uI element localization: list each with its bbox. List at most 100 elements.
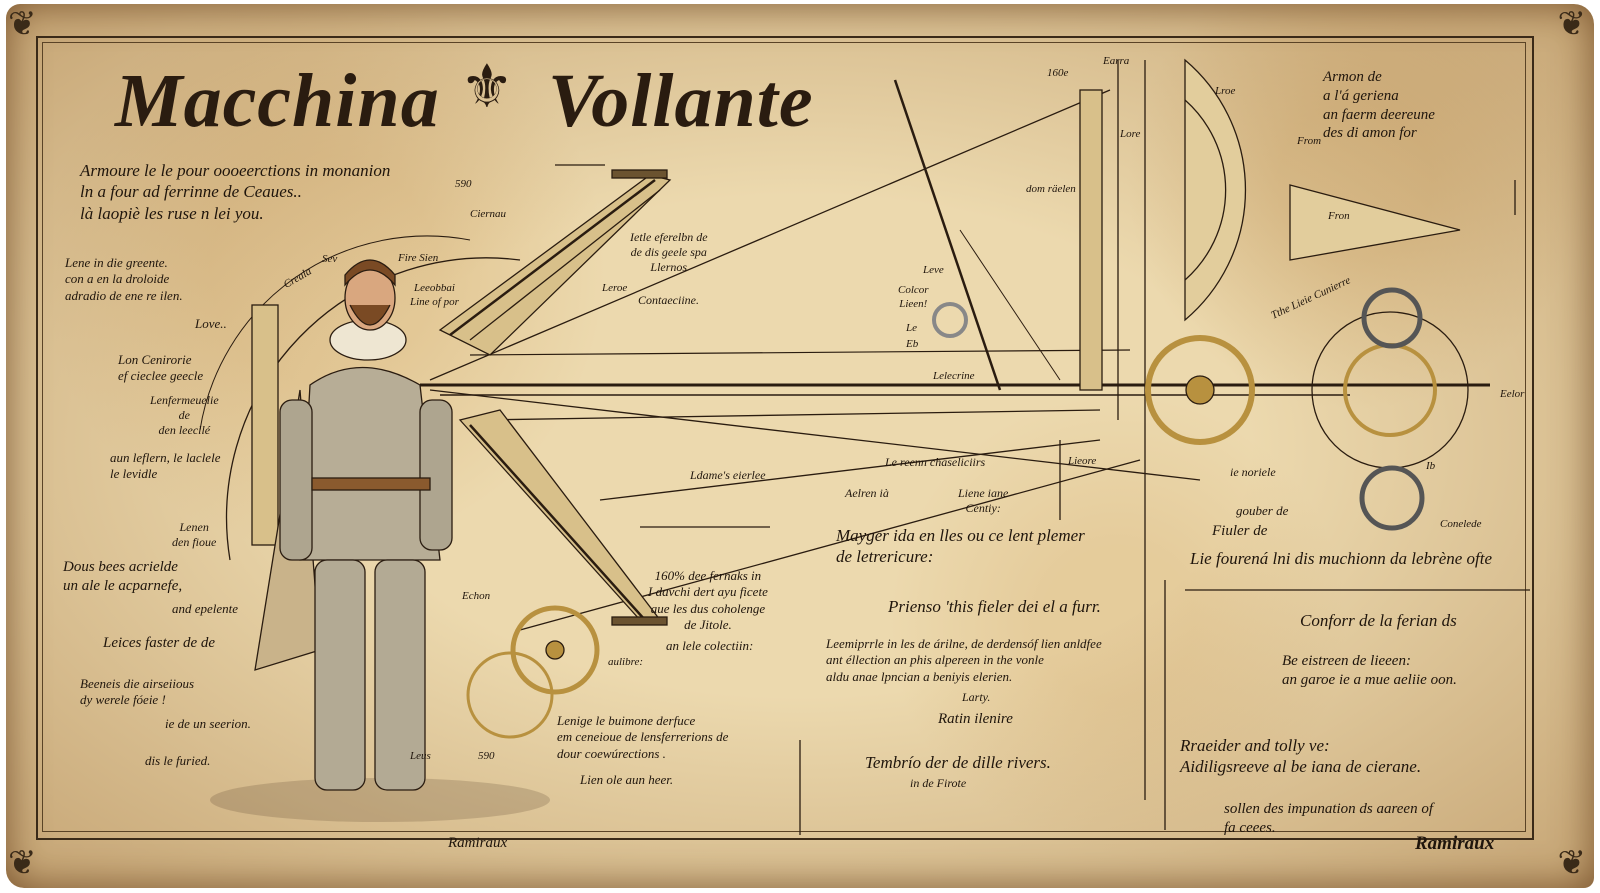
- label-aulibre: aulibre:: [608, 656, 644, 668]
- note-mayger: Mayger ida en lles ou ce lent plemer de …: [836, 526, 1085, 567]
- label-lore1: Lore: [1120, 128, 1141, 140]
- construction-arc: [199, 235, 471, 431]
- label-590b: 590: [478, 750, 495, 762]
- note-leemiprrle: Leemiprrle in les de árilne, de derdensó…: [826, 636, 1102, 684]
- parchment-background: [6, 4, 1594, 888]
- beard: [349, 304, 391, 326]
- intro-text: Armoure le le pour oooeerctions in monan…: [80, 161, 391, 223]
- note-lene: Lene in die greente. con a en la droloid…: [65, 255, 183, 303]
- signature-left: Ramiraux: [448, 835, 508, 851]
- gear-ring: [1311, 311, 1469, 469]
- construction-arc: [225, 257, 521, 561]
- label-lereenn: Le reenn chaseliciirs: [885, 455, 986, 469]
- note-firote: in de Firote: [910, 776, 967, 790]
- spar-line: [479, 409, 1101, 421]
- label-colcor: Colcor Lieen!: [898, 284, 929, 310]
- breastplate: [299, 366, 441, 561]
- note-lenfer: Lenfermeuelie de den leecllé: [150, 393, 219, 437]
- note-armon: Armon de a l'á geriena an faerm deereune…: [1323, 69, 1435, 142]
- corner-flourish-icon: ❦: [8, 6, 37, 43]
- mast: [893, 79, 1002, 391]
- signature-right: Ramiraux: [1415, 833, 1495, 854]
- title-word-1: Macchina: [115, 59, 440, 143]
- border-frame: [36, 36, 1534, 840]
- gear-top: [1361, 287, 1423, 349]
- note-aun: aun leflern, le laclele le levidle: [110, 450, 221, 482]
- label-ienoriele: ie noriele: [1230, 465, 1276, 479]
- label-domraelen: dom räelen: [1026, 183, 1076, 195]
- right-arm: [419, 399, 453, 551]
- note-love: Love..: [195, 316, 227, 331]
- label-eb: Eb: [906, 338, 919, 350]
- left-leg: [314, 559, 366, 791]
- note-tembrio: Tembrío der de dille rivers.: [865, 753, 1051, 772]
- label-leve: Leve: [923, 264, 944, 276]
- lower-wing: [458, 409, 662, 621]
- note-larty: Larty.: [962, 690, 991, 704]
- pillar: [251, 304, 279, 546]
- label-ciernau: Ciernau: [470, 208, 507, 220]
- label-earra: Earra: [1103, 55, 1130, 67]
- hair: [344, 259, 396, 287]
- note-leices: Leices faster de de: [103, 635, 216, 651]
- note-ratin: Ratin ilenire: [938, 711, 1013, 727]
- gear-main: [1145, 335, 1255, 445]
- winged-emblem-icon: ⚜: [460, 54, 514, 120]
- note-lenen: Lenen den fioue: [172, 520, 217, 549]
- label-fron: Fron: [1328, 210, 1350, 222]
- right-leg: [374, 559, 426, 791]
- armored-figure: [210, 259, 550, 822]
- label-lieore: Lieore: [1068, 455, 1097, 467]
- belt: [311, 477, 431, 491]
- label-fire: Fire Sien: [398, 252, 439, 264]
- label-eelor: Eelor: [1500, 388, 1525, 400]
- tail-sail: [1289, 184, 1461, 261]
- label-160e: 160e: [1047, 67, 1069, 79]
- label-ib: Ib: [1426, 460, 1436, 472]
- label-590: 590: [455, 178, 472, 190]
- label-sev: Sev: [322, 253, 338, 265]
- label-concledee: Conelede: [1440, 518, 1482, 530]
- title-word-2: Vollante: [548, 59, 814, 143]
- rigging-line: [599, 439, 1101, 501]
- gear-bottom: [1359, 465, 1425, 531]
- note-rraeider: Rraeider and tolly ve: Aidiligsreeve al …: [1180, 736, 1422, 777]
- label-leeobbai: Leeobbai Line of por: [410, 282, 459, 308]
- note-lon: Lon Cenirorie ef cieclee geecle: [118, 352, 204, 384]
- note-percent: 160% dee fernaks in I davchi dert ayu fi…: [648, 568, 768, 632]
- fan-sail: [1184, 58, 1247, 322]
- note-beeneis: Beeneis die airseiious dy werele fóeie !: [80, 676, 195, 708]
- label-fiuler: Fiuler de: [1212, 523, 1268, 539]
- label-liene: Liene iane Centiy:: [958, 486, 1009, 515]
- corner-flourish-icon: ❦: [8, 845, 37, 882]
- note-lien: Lien ole aun heer.: [580, 772, 674, 787]
- note-dis: dis le furied.: [145, 753, 211, 768]
- label-ldames: Ldame's eierlee: [690, 468, 766, 482]
- rigging-line: [429, 89, 1111, 381]
- tower: [1079, 89, 1103, 391]
- note-epelente: and epelente: [172, 601, 239, 616]
- note-conforr: Conforr de la ferian ds: [1300, 611, 1457, 630]
- corner-flourish-icon: ❦: [1557, 6, 1587, 43]
- label-aelren: Aelren ià: [845, 486, 889, 500]
- corner-flourish-icon: ❦: [1557, 845, 1587, 882]
- label-contae: Contaeciine.: [638, 293, 699, 307]
- note-iede: ie de un seerion.: [165, 716, 251, 731]
- note-lele: an lele colectiin:: [666, 638, 754, 653]
- figure-shadow: [210, 778, 550, 822]
- gear-small: [932, 302, 968, 338]
- rigging-line: [429, 389, 1201, 481]
- label-leus: Leus: [410, 750, 431, 762]
- note-prienso: Prienso 'this fieler dei el a furr.: [888, 597, 1101, 616]
- spar-line: [469, 349, 1131, 356]
- label-lore2: Lroe: [1215, 85, 1236, 97]
- label-lelecrine: Lelecrine: [933, 370, 975, 382]
- inner-border-frame: [42, 42, 1526, 832]
- label-gouber: gouber de: [1236, 503, 1289, 518]
- note-ietle: Ietle eferelbn de de dis geele spa Llern…: [630, 230, 708, 274]
- label-from: From: [1297, 135, 1322, 147]
- gear-lower-left: [466, 605, 600, 739]
- label-leroe: Leroe: [602, 282, 628, 294]
- upper-wing: [438, 174, 672, 356]
